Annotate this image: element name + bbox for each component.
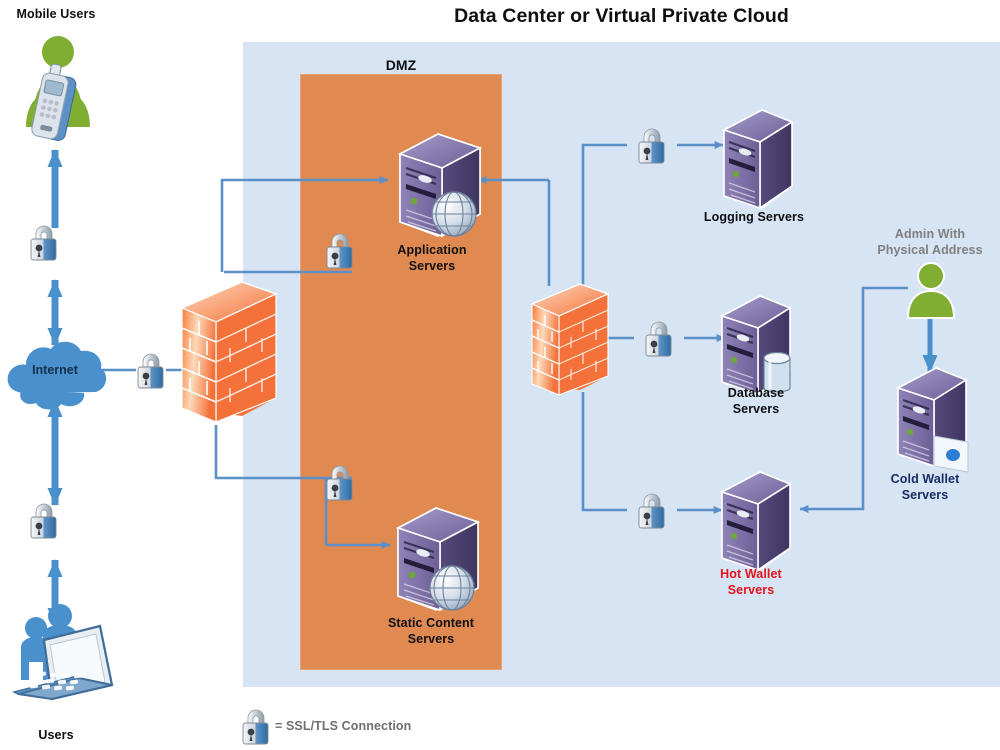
firewall-icon xyxy=(530,283,610,396)
cold-wallet-line2: Servers xyxy=(901,488,949,502)
admin-line2: Physical Address xyxy=(877,243,983,257)
server-icon xyxy=(721,109,794,210)
legend-padlock-icon xyxy=(242,709,269,745)
app-servers-line2: Servers xyxy=(408,259,456,273)
padlock-icon xyxy=(326,465,353,501)
offline-card xyxy=(933,435,969,473)
padlock-icon xyxy=(30,225,57,261)
server-icon xyxy=(719,471,792,572)
database-servers-label: Database Servers xyxy=(686,385,826,417)
app-servers-line1: Application xyxy=(397,243,467,257)
page-title: Data Center or Virtual Private Cloud xyxy=(454,5,789,27)
admin-label: Admin With Physical Address xyxy=(860,226,1000,258)
cold-wallet-servers-label: Cold Wallet Servers xyxy=(855,471,995,503)
application-servers-label: Application Servers xyxy=(362,242,502,274)
firewall-icon xyxy=(180,281,278,423)
mobile-users-label: Mobile Users xyxy=(16,7,96,21)
mobile-user-icon xyxy=(26,36,90,141)
admin-line1: Admin With xyxy=(894,227,966,241)
static-content-servers-label: Static Content Servers xyxy=(358,615,504,647)
cold-wallet-server-icon xyxy=(895,367,969,473)
padlock-icon xyxy=(645,321,672,357)
database-line1: Database xyxy=(727,386,785,400)
logging-servers-label: Logging Servers xyxy=(703,210,805,224)
database-cylinder xyxy=(763,351,791,393)
hot-wallet-line1: Hot Wallet xyxy=(720,567,782,581)
web-server-icon xyxy=(397,133,483,238)
database-line2: Servers xyxy=(732,402,780,416)
dmz-label: DMZ xyxy=(385,57,417,73)
desktop-users-icon xyxy=(12,604,114,701)
static-line2: Servers xyxy=(407,632,455,646)
padlock-icon xyxy=(137,353,164,389)
padlock-icon xyxy=(638,128,665,164)
users-label: Users xyxy=(38,728,74,742)
database-server-icon xyxy=(719,295,792,396)
hot-wallet-servers-label: Hot Wallet Servers xyxy=(681,566,821,598)
padlock-icon xyxy=(326,233,353,269)
padlock-icon xyxy=(638,493,665,529)
internet-label: Internet xyxy=(32,363,78,377)
padlock-icon xyxy=(30,503,57,539)
cold-wallet-line1: Cold Wallet xyxy=(890,472,960,486)
cloud-icon xyxy=(7,341,107,410)
legend-text: = SSL/TLS Connection xyxy=(275,719,412,733)
web-server-icon xyxy=(395,507,481,612)
admin-person-icon xyxy=(906,262,956,319)
hot-wallet-line2: Servers xyxy=(727,583,775,597)
static-line1: Static Content xyxy=(387,616,475,630)
